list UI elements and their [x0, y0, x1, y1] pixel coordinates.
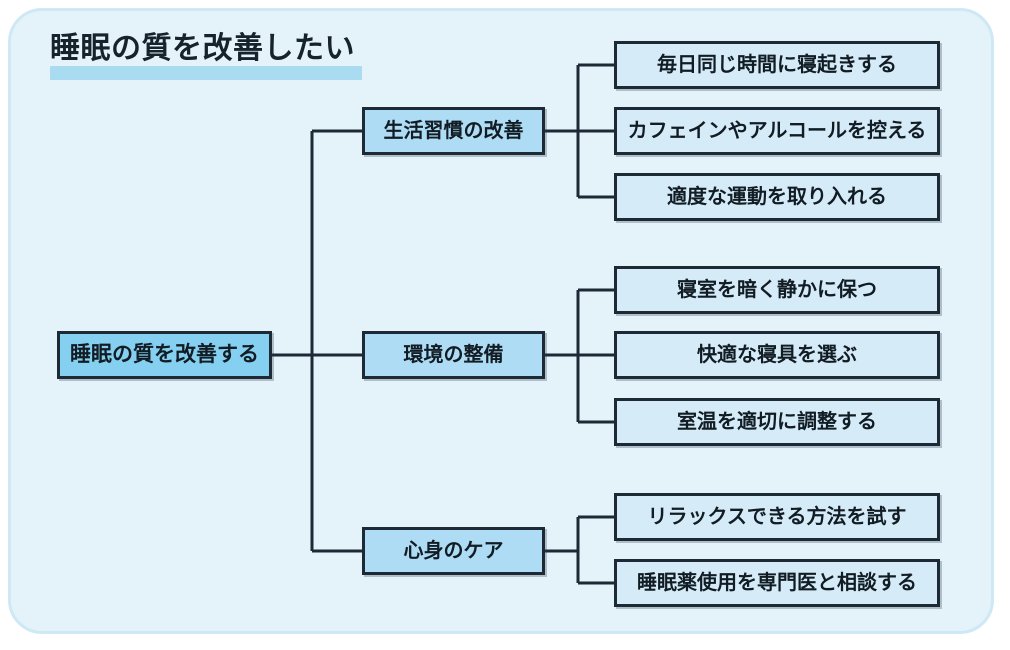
node-branch-3-leaf-2-label: 睡眠薬使用を専門医と相談する — [637, 572, 917, 594]
title-highlight-bar — [50, 66, 362, 80]
node-branch-3-label: 心身のケア — [403, 540, 504, 562]
page-title: 睡眠の質を改善したい — [50, 28, 362, 80]
page-title-text: 睡眠の質を改善したい — [50, 32, 355, 65]
node-branch-2-label: 環境の整備 — [403, 344, 504, 366]
node-branch-3-leaf-1-label: リラックスできる方法を試す — [647, 506, 907, 528]
node-branch-1-label: 生活習慣の改善 — [383, 120, 524, 142]
node-branch-1-leaf-3[interactable]: 適度な運動を取り入れる — [614, 173, 940, 221]
node-root-label: 睡眠の質を改善する — [70, 343, 259, 367]
node-branch-1-leaf-2[interactable]: カフェインやアルコールを控える — [614, 107, 940, 155]
node-branch-2[interactable]: 環境の整備 — [362, 331, 545, 379]
node-branch-2-leaf-3-label: 室温を適切に調整する — [677, 411, 877, 433]
node-branch-3[interactable]: 心身のケア — [362, 527, 545, 575]
node-branch-1-leaf-1-label: 毎日同じ時間に寝起きする — [657, 54, 897, 76]
node-root[interactable]: 睡眠の質を改善する — [57, 331, 272, 379]
node-branch-3-leaf-2[interactable]: 睡眠薬使用を専門医と相談する — [614, 559, 940, 607]
node-branch-2-leaf-1[interactable]: 寝室を暗く静かに保つ — [614, 266, 940, 314]
node-branch-1-leaf-3-label: 適度な運動を取り入れる — [667, 186, 887, 208]
node-branch-1[interactable]: 生活習慣の改善 — [362, 107, 545, 155]
node-branch-2-leaf-2[interactable]: 快適な寝具を選ぶ — [614, 331, 940, 379]
node-branch-2-leaf-1-label: 寝室を暗く静かに保つ — [677, 279, 877, 301]
node-branch-2-leaf-3[interactable]: 室温を適切に調整する — [614, 398, 940, 446]
node-branch-2-leaf-2-label: 快適な寝具を選ぶ — [697, 344, 857, 366]
node-branch-1-leaf-2-label: カフェインやアルコールを控える — [627, 120, 927, 142]
node-branch-3-leaf-1[interactable]: リラックスできる方法を試す — [614, 493, 940, 541]
node-branch-1-leaf-1[interactable]: 毎日同じ時間に寝起きする — [614, 41, 940, 89]
